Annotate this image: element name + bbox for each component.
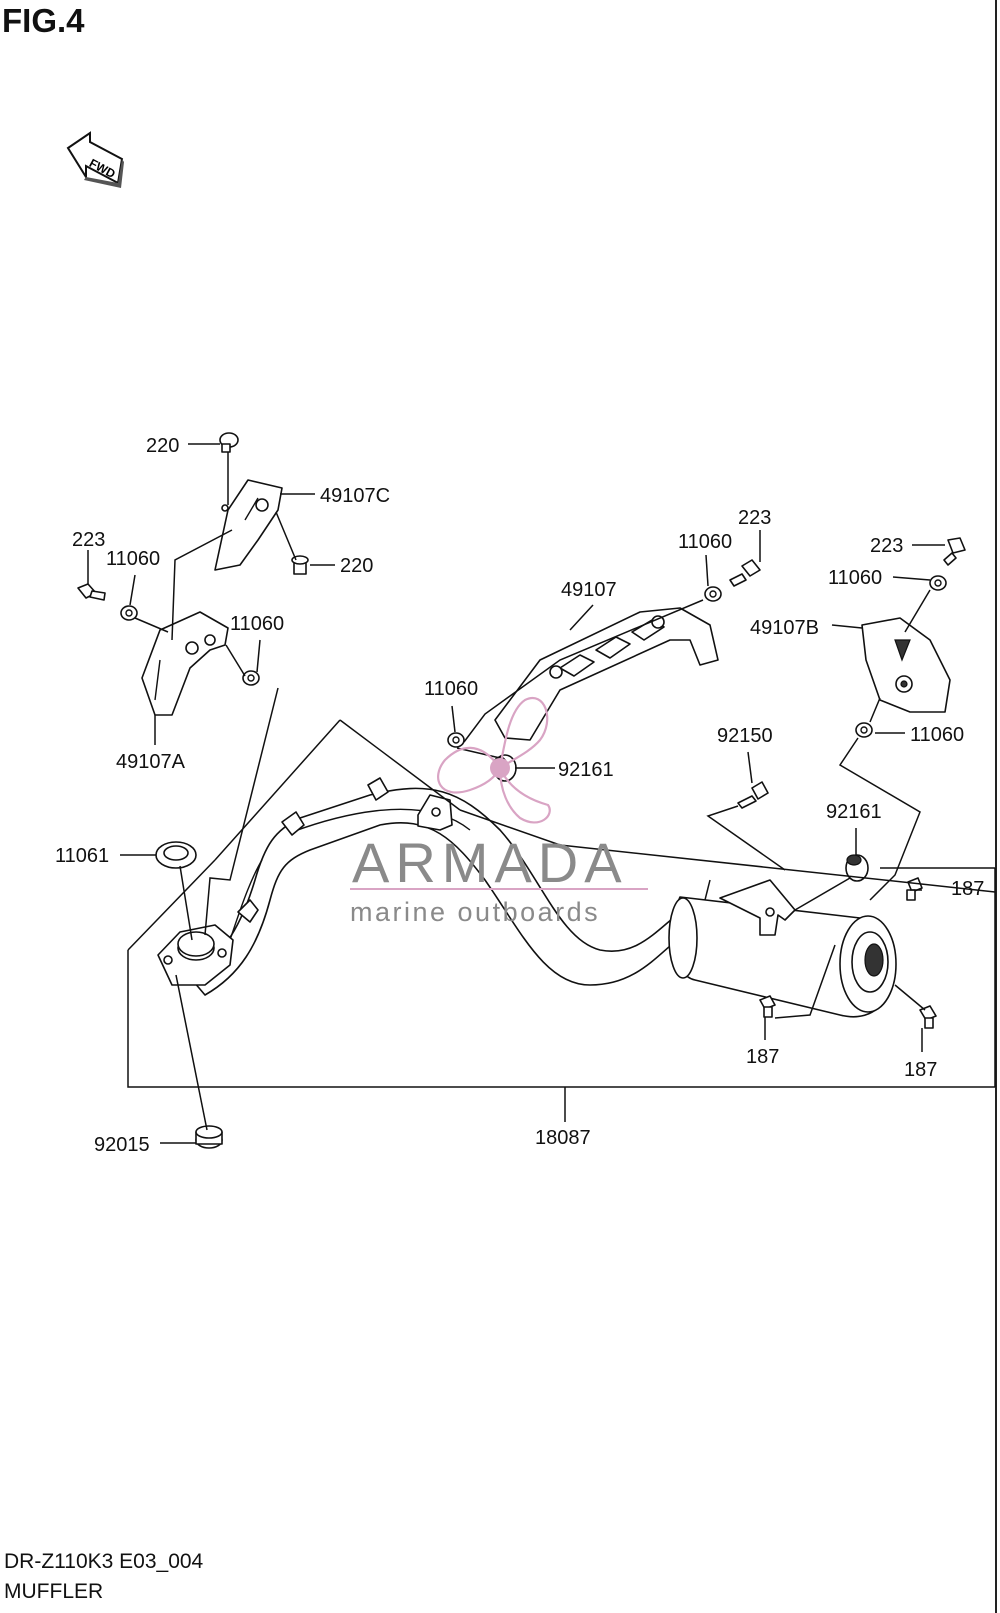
- callout-49107B: 49107B: [750, 617, 819, 639]
- callout-92161-center: 92161: [558, 759, 614, 781]
- fwd-arrow-icon: FWD: [66, 131, 124, 188]
- callout-11060-mid-left: 11060: [230, 613, 284, 635]
- callout-187-bottom-mid: 187: [746, 1046, 779, 1068]
- bolts-187: [759, 877, 937, 1029]
- callout-223-left: 223: [72, 529, 105, 551]
- callout-187-top-right: 187: [951, 878, 984, 900]
- callout-220-right: 220: [340, 555, 373, 577]
- bolt-223-mid: [729, 559, 761, 587]
- callout-11060-lower-right: 11060: [910, 724, 964, 746]
- pipe-mount-bracket: [417, 794, 453, 831]
- armada-watermark: ARMADA marine outboards: [350, 696, 648, 927]
- callout-11060-center: 11060: [424, 678, 478, 700]
- bolt-223-right: [943, 537, 966, 566]
- diagram-code: DR-Z110K3 E03_004: [4, 1550, 204, 1573]
- bolt-220-right: [291, 555, 309, 575]
- inlet-flange: [157, 924, 234, 986]
- bolt-223-left: [77, 583, 106, 601]
- callout-49107A: 49107A: [116, 751, 186, 773]
- page-border-right: [995, 0, 997, 1613]
- heat-shield-49107B: [861, 617, 951, 713]
- pipe-bracket-front: [237, 777, 389, 923]
- heat-shield-49107C: [214, 479, 283, 571]
- callout-223-right: 223: [870, 535, 903, 557]
- washers-11060: [120, 575, 947, 748]
- figure-title: FIG.4: [2, 2, 85, 39]
- callout-11060-mid-right: 11060: [678, 531, 732, 553]
- propeller-logo-icon: [437, 696, 551, 824]
- watermark-tagline: marine outboards: [350, 897, 600, 927]
- gasket-11061: [155, 841, 197, 869]
- bolt-220-top: [219, 432, 239, 453]
- callout-labels: 220 49107C 220 223 11060 11060 49107A 11…: [55, 435, 984, 1156]
- diagram-name: MUFFLER: [4, 1580, 104, 1603]
- heat-shield-49107: [494, 607, 719, 741]
- callout-220-top: 220: [146, 435, 179, 457]
- callout-187-bottom-right: 187: [904, 1059, 937, 1081]
- callout-92150: 92150: [717, 725, 773, 747]
- callout-92015: 92015: [94, 1134, 150, 1156]
- callout-18087: 18087: [535, 1127, 591, 1149]
- callout-92161-right: 92161: [826, 801, 882, 823]
- nut-92015: [195, 1125, 223, 1149]
- bolt-92150: [737, 781, 769, 809]
- leader-lines: [87, 443, 996, 1144]
- callout-49107: 49107: [561, 579, 617, 601]
- callout-11060-right: 11060: [828, 567, 882, 589]
- muffler-body: [668, 879, 897, 1018]
- rubber-92161-right: [845, 854, 869, 882]
- callout-49107C: 49107C: [320, 485, 390, 507]
- callout-223-mid: 223: [738, 507, 771, 529]
- callout-11060-left: 11060: [106, 548, 160, 570]
- callout-11061: 11061: [55, 845, 109, 867]
- watermark-brand: ARMADA: [352, 831, 628, 894]
- heat-shield-49107A: [141, 611, 229, 716]
